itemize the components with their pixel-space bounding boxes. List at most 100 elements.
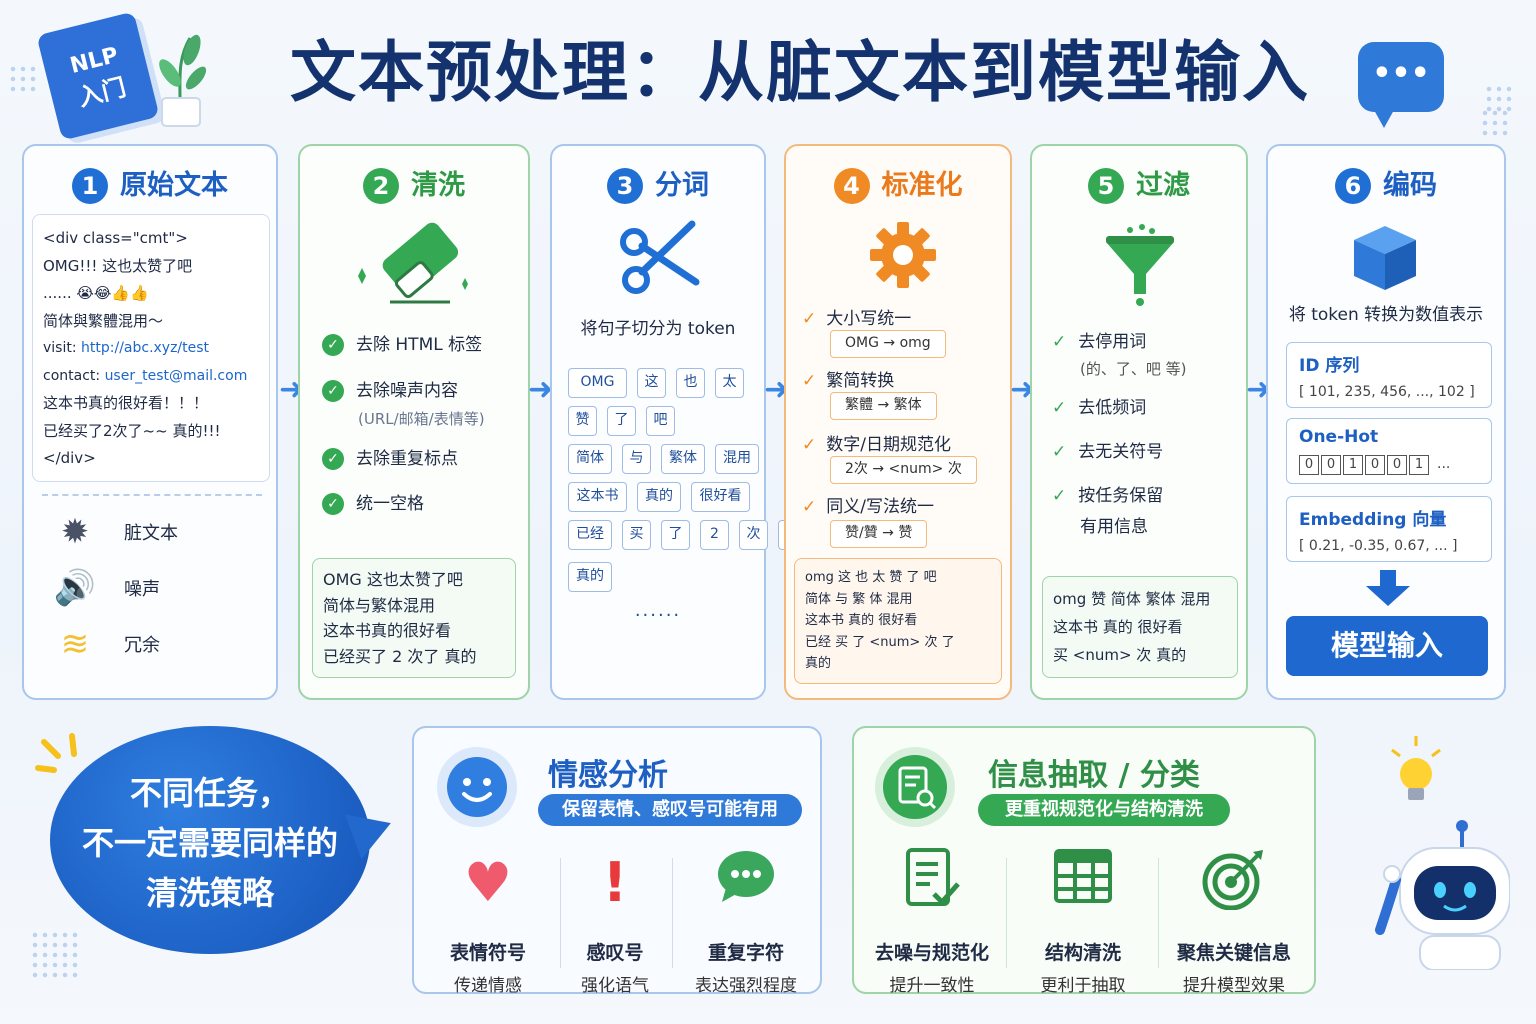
layers-icon: ≋ [60,624,90,664]
filter-label: 按任务保留 [1078,486,1164,506]
filter-item: ✓ 去停用词 [1052,328,1146,356]
token-chip: 很好看 [691,482,750,512]
output-line: 已经 买 了 <num> 次 了 [805,634,955,650]
strategy-bubble: 不同任务， 不一定需要同样的 清洗策略 [50,726,370,954]
token-chip: 真的 [637,482,681,512]
sentiment-pill: 保留表情、感叹号可能有用 [538,794,802,826]
filter-sub: (的、了、吧 等) [1080,360,1187,378]
filter-label: 去停用词 [1078,332,1147,352]
token-chip: 也 [676,368,705,398]
id-title: ID 序列 [1299,356,1360,376]
bubble-line: 不一定需要同样的 [81,824,338,862]
extraction-pill: 更重视规范化与结构清洗 [978,794,1230,826]
clean-output-box: OMG 这也太赞了吧 简体与繁体混用 这本书真的很好看 已经买了 2 次了 真的 [312,558,516,678]
token-ellipsis: ...... [634,600,682,621]
raw-url: http://abc.xyz/test [81,340,210,356]
check-icon: ✓ [1052,398,1067,418]
token-chip: 了 [661,520,690,550]
step-header: 3 分词 [552,168,764,204]
col-title: 去噪与规范化 [874,942,989,964]
step-number: 3 [607,168,643,204]
token-chip: 2 [700,520,729,550]
divider [672,858,673,968]
tokenize-desc: 将句子切分为 token [580,319,736,339]
step-number: 1 [72,168,108,204]
col-desc: 更利于抽取 [1040,976,1126,996]
output-line: 这本书 真的 很好看 [805,613,918,628]
onehot-more: ... [1437,456,1451,472]
col-title: 结构清洗 [1044,942,1121,964]
checklist-icon [864,848,1000,918]
output-line: OMG 这也太赞了吧 [323,570,463,589]
extraction-col: 去噪与规范化提升一致性 [864,848,1000,996]
divider [560,858,561,968]
token-chip: 太 [715,368,744,398]
filter-label: 去低频词 [1078,398,1147,418]
target-icon [1164,848,1304,918]
arrow-down-icon [1366,570,1410,606]
onehot-title: One-Hot [1299,427,1379,447]
clean-item: ✓去除重复标点 [322,444,458,470]
normalize-item: ✓大小写统一 [802,304,911,329]
token-chip: 真的 [568,562,612,592]
normalize-item: ✓同义/写法统一 [802,492,934,517]
output-line: 简体 与 繁 体 混用 [805,591,913,607]
step-title: 清洗 [411,170,465,201]
clean-item: ✓去除 HTML 标签 [322,330,482,356]
col-title: 聚焦关键信息 [1176,942,1291,964]
col-desc: 传递情感 [454,976,522,996]
exclamation-icon: ! [602,851,628,914]
check-icon: ✓ [322,493,344,515]
dots-decoration [8,64,38,94]
filter-sub: 有用信息 [1080,517,1148,537]
raw-line: 简体與繁體混用～ [43,311,164,330]
raw-line: visit: http://abc.xyz/test [43,335,259,363]
normalize-example: OMG → omg [830,330,946,358]
step-title: 分词 [655,170,709,201]
model-input-button[interactable]: 模型输入 [1286,616,1488,676]
virus-icon: ✹ [60,512,90,552]
arrow-right-icon: ➜ [528,372,554,407]
normalize-example: 2次 → <num> 次 [830,456,977,484]
page-title: 文本预处理：从脏文本到模型输入 [290,34,1310,111]
raw-line: </div> [43,449,96,467]
onehot-cell: 0 [1387,455,1407,475]
raw-line: <div class="cmt"> [43,229,188,247]
bubble-line: 清洗策略 [145,874,274,912]
col-desc: 提升一致性 [889,976,975,996]
sentiment-col: !感叹号强化语气 [560,848,670,996]
normalize-label: 大小写统一 [826,309,912,329]
legend-noise: 🔊噪声 [48,564,160,612]
check-icon: ✓ [1052,332,1067,352]
clean-item-label: 去除重复标点 [356,449,458,469]
table-icon [1014,848,1152,918]
token-chip: 买 [622,520,651,550]
chat-bubble-icon: ••• [1358,42,1444,128]
col-title: 表情符号 [449,942,526,964]
filter-output-box: omg 赞 简体 繁体 混用 这本书 真的 很好看 买 <num> 次 真的 [1042,576,1238,678]
clean-item: ✓统一空格 [322,489,424,515]
token-chip: OMG [568,368,627,398]
scissors-icon [620,220,700,294]
legend-label: 冗余 [124,635,160,656]
plant-icon [159,34,207,127]
token-chip: 混用 [715,444,759,474]
bubble-line: 不同任务， [129,774,290,812]
output-line: 真的 [805,656,832,671]
raw-line: OMG!!! 这也太赞了吧 [43,256,193,275]
normalize-item: ✓数字/日期规范化 [802,430,951,455]
normalize-item: ✓繁简转换 [802,366,894,391]
smiley-icon [437,747,517,827]
normalize-label: 数字/日期规范化 [826,435,951,455]
sentiment-title: 情感分析 [548,758,668,793]
check-icon: ✓ [322,334,344,356]
output-line: 买 <num> 次 真的 [1053,646,1187,664]
